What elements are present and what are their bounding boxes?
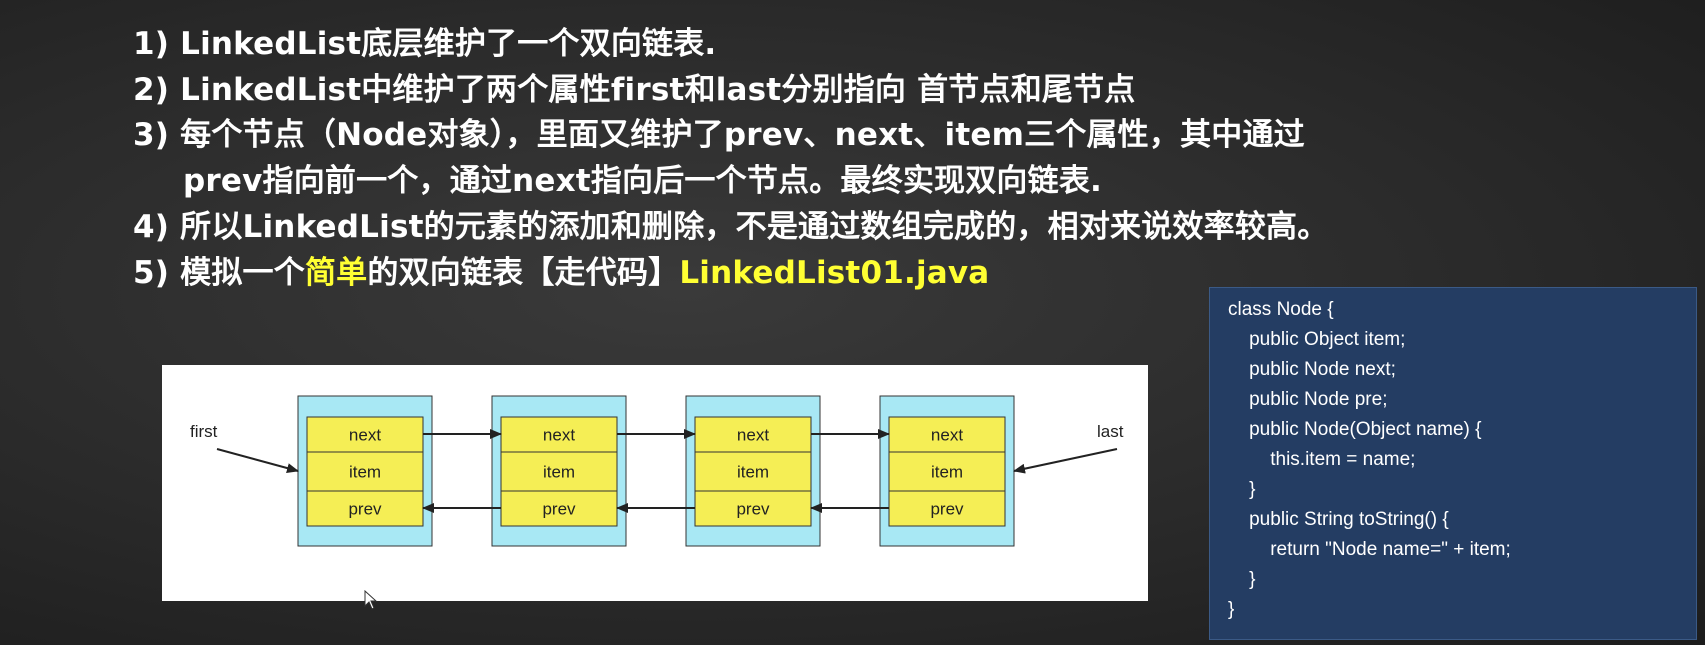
code-panel: class Node { public Object item; public … (1209, 287, 1697, 640)
code-line: class Node { (1228, 299, 1334, 320)
linked-list-diagram: next item prev next item prev next item prev next… (162, 365, 1148, 601)
point-5-highlight: 简单 (304, 255, 368, 291)
first-arrow (216, 448, 299, 473)
node-field-label: next (931, 426, 963, 445)
diagram-svg: next item prev next item prev next item prev next… (190, 395, 1124, 547)
code-line: } (1228, 569, 1256, 590)
node-field-label: item (737, 463, 769, 482)
point-1: 1) LinkedList底层维护了一个双向链表. (133, 26, 717, 62)
node-field-label: prev (348, 500, 382, 519)
code-line: return "Node name=" + item; (1228, 539, 1511, 560)
mouse-cursor-icon (364, 590, 378, 610)
node-field-label: next (737, 426, 769, 445)
point-5-middle: 的双向链表【走代码】 (367, 255, 680, 291)
point-5-prefix: 5) 模拟一个 (133, 255, 305, 291)
code-line: public Node(Object name) { (1228, 419, 1482, 440)
node-field-label: item (349, 463, 381, 482)
node-field-box (694, 490, 812, 527)
code-line: public Node next; (1228, 359, 1396, 380)
point-2: 2) LinkedList中维护了两个属性first和last分别指向 首节点和… (133, 72, 1136, 108)
node-field-label: next (349, 426, 381, 445)
point-3: 3) 每个节点（Node对象），里面又维护了prev、next、item三个属性… (133, 117, 1305, 153)
code-line: public Node pre; (1228, 389, 1388, 410)
node-field-box (888, 416, 1006, 453)
last-label: last (1097, 422, 1124, 441)
point-3-continued: prev指向前一个，通过next指向后一个节点。最终实现双向链表. (183, 163, 1102, 199)
node-field-box (694, 451, 812, 492)
slide-text: 1) LinkedList底层维护了一个双向链表. 2) LinkedList中… (0, 0, 1705, 300)
point-5-file: LinkedList01.java (679, 255, 990, 291)
node-field-label: prev (736, 500, 770, 519)
last-arrow (1013, 448, 1118, 474)
first-label: first (190, 422, 218, 441)
node-field-box (306, 451, 424, 492)
point-5: 5) 模拟一个简单的双向链表【走代码】LinkedList01.java (133, 255, 989, 291)
node-field-box (694, 416, 812, 453)
code-line: public Object item; (1228, 329, 1406, 350)
node-field-label: prev (930, 500, 964, 519)
code-line: } (1228, 599, 1235, 620)
point-4: 4) 所以LinkedList的元素的添加和删除，不是通过数组完成的，相对来说效… (133, 209, 1329, 245)
node-field-box (306, 416, 424, 453)
node-field-label: next (543, 426, 575, 445)
node-field-label: prev (542, 500, 576, 519)
node-field-label: item (543, 463, 575, 482)
node-field-label: item (931, 463, 963, 482)
code-line: public String toString() { (1228, 509, 1449, 530)
code-line: } (1228, 479, 1256, 500)
code-line: this.item = name; (1228, 449, 1416, 470)
